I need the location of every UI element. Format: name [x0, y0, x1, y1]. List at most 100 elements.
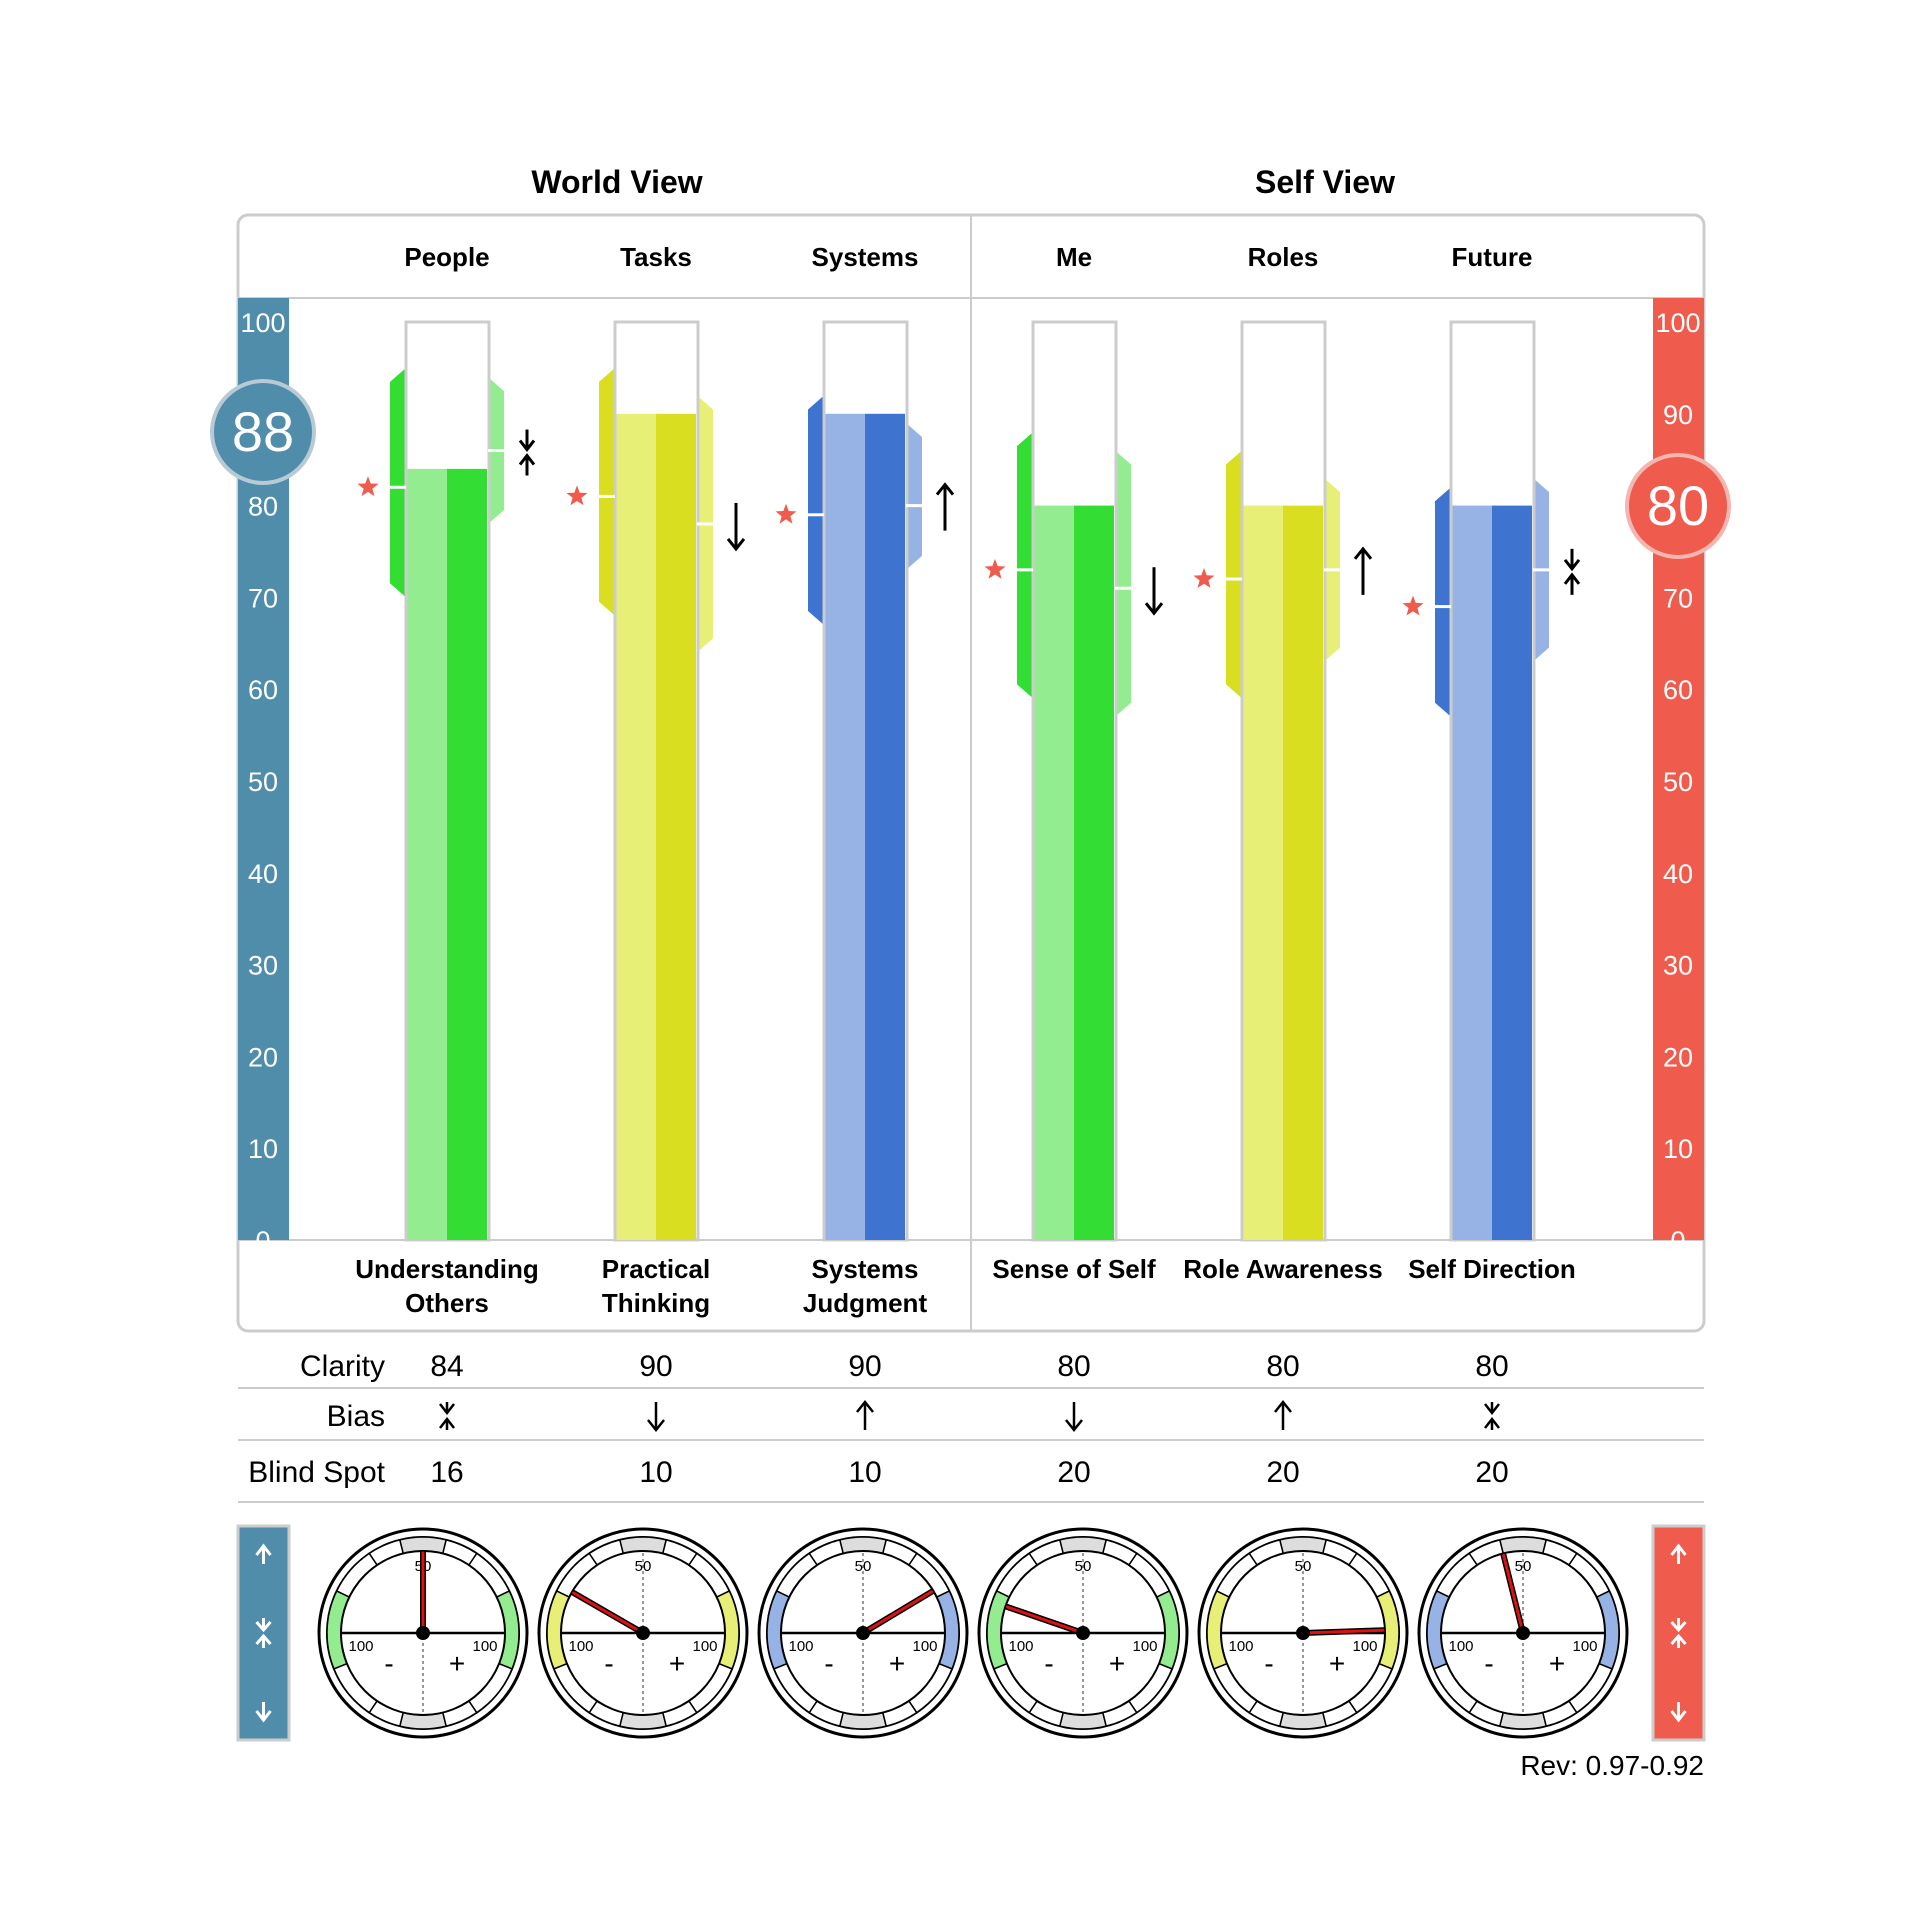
- bar-fill-light-future: [1452, 505, 1493, 1241]
- left-scale-tick-70: 70: [248, 583, 278, 613]
- up-arrow-icon-systems-head: [935, 482, 955, 496]
- right-legend-down-arrow-icon-head: [1670, 1710, 1687, 1723]
- right-scale-tick-40: 40: [1663, 859, 1693, 889]
- gauge-right-label-future: 100: [1572, 1638, 1597, 1655]
- dimension-label-future-line-1: Self Direction: [1408, 1254, 1576, 1284]
- gauge-plus-label-people: +: [449, 1648, 465, 1679]
- metrics-table: Clarity Bias Blind Spot 8416901090108020…: [238, 1350, 1704, 1503]
- dimension-label-systems-line-2: Judgment: [803, 1288, 928, 1318]
- right-score-value: 80: [1647, 474, 1709, 537]
- down-arrow-icon-tasks-head: [726, 538, 746, 552]
- left-scale-tick-100: 100: [240, 308, 285, 338]
- left-scale-tick-30: 30: [248, 951, 278, 981]
- right-legend-glyphs: [1670, 1543, 1687, 1723]
- dimension-label-me-line-1: Sense of Self: [992, 1254, 1156, 1284]
- right-legend-up-arrow-icon-head: [1670, 1543, 1687, 1556]
- table-down-arrow-icon-me-head: [1065, 1419, 1083, 1433]
- left-legend-converge-arrows-icon-top-head: [255, 1621, 272, 1633]
- table-down-arrow-icon-tasks: [647, 1402, 665, 1433]
- blind-spot-value-me: 20: [1057, 1456, 1090, 1489]
- gauge-plus-label-future: +: [1549, 1648, 1565, 1679]
- gauge-hub-people: [416, 1626, 430, 1640]
- left-band-me: [1017, 432, 1033, 699]
- gauge-hub-roles: [1296, 1626, 1310, 1640]
- gauge-left-label-systems: 100: [788, 1638, 813, 1655]
- right-scale-tick-70: 70: [1663, 583, 1693, 613]
- left-band-future: [1435, 487, 1451, 717]
- world-view-title: World View: [531, 164, 702, 200]
- category-header-future: Future: [1452, 242, 1533, 272]
- clarity-row-label: Clarity: [300, 1350, 385, 1383]
- bar-fill-light-roles: [1243, 505, 1284, 1241]
- left-band-tasks: [599, 367, 615, 616]
- category-header-roles: Roles: [1248, 242, 1319, 272]
- left-legend-down-arrow-icon-head: [255, 1710, 272, 1723]
- right-scale-tick-0: 0: [1670, 1226, 1685, 1256]
- gauge-needle-tasks: [572, 1591, 645, 1635]
- gauge-right-label-me: 100: [1132, 1638, 1157, 1655]
- left-band-roles: [1226, 450, 1242, 699]
- clarity-value-people: 84: [430, 1350, 463, 1383]
- table-converge-arrows-icon-future-bottom-head: [1484, 1416, 1500, 1429]
- bias-row-label: Bias: [327, 1400, 385, 1433]
- gauge-needle-future: [1502, 1553, 1525, 1635]
- left-legend-glyphs: [255, 1543, 272, 1723]
- clarity-value-me: 80: [1057, 1350, 1090, 1383]
- blind-spot-value-tasks: 10: [639, 1456, 672, 1489]
- table-up-arrow-icon-systems: [856, 1399, 874, 1430]
- clarity-value-roles: 80: [1266, 1350, 1299, 1383]
- converge-arrows-icon-people-bottom-head: [518, 453, 536, 466]
- clarity-value-future: 80: [1475, 1350, 1508, 1383]
- gauge-plus-label-roles: +: [1329, 1648, 1345, 1679]
- gauge-minus-label-roles: -: [1264, 1648, 1273, 1679]
- right-scale-tick-30: 30: [1663, 951, 1693, 981]
- blind-spot-value-roles: 20: [1266, 1456, 1299, 1489]
- gauge-plus-label-me: +: [1109, 1648, 1125, 1679]
- right-scale-tick-50: 50: [1663, 767, 1693, 797]
- right-score-badge: [1625, 453, 1731, 559]
- gauge-left-label-tasks: 100: [568, 1638, 593, 1655]
- clarity-value-systems: 90: [848, 1350, 881, 1383]
- right-scale-tick-60: 60: [1663, 675, 1693, 705]
- gauge-top-label-roles: 50: [1295, 1558, 1312, 1575]
- star-icon-future: [1402, 595, 1424, 616]
- table-up-arrow-icon-roles-head: [1274, 1399, 1292, 1413]
- bar-fill-dark-people: [447, 468, 487, 1240]
- up-arrow-icon-systems: [935, 482, 955, 531]
- down-arrow-icon-me: [1144, 567, 1164, 616]
- gauge-plus-label-systems: +: [889, 1648, 905, 1679]
- right-scale-tick-20: 20: [1663, 1042, 1693, 1072]
- blind-spot-value-people: 16: [430, 1456, 463, 1489]
- gauge-right-label-people: 100: [472, 1638, 497, 1655]
- gauge-top-label-tasks: 50: [635, 1558, 652, 1575]
- category-header-people: People: [404, 242, 489, 272]
- bar-fill-dark-future: [1492, 505, 1532, 1241]
- table-converge-arrows-icon-people-bottom-head: [439, 1416, 455, 1429]
- gauge-right-label-tasks: 100: [692, 1638, 717, 1655]
- right-scale-tick-100: 100: [1655, 308, 1700, 338]
- revision-label: Rev: 0.97-0.92: [1520, 1750, 1704, 1781]
- star-icon-roles: [1193, 568, 1215, 588]
- bias-legend-panels: [236, 1524, 1706, 1742]
- gauge-hub-future: [1516, 1626, 1530, 1640]
- gauge-top-label-systems: 50: [855, 1558, 872, 1575]
- left-scale-tick-20: 20: [248, 1042, 278, 1072]
- blind-spot-value-future: 20: [1475, 1456, 1508, 1489]
- gauge-minus-label-systems: -: [824, 1648, 833, 1679]
- table-down-arrow-icon-me: [1065, 1402, 1083, 1433]
- up-arrow-icon-roles-head: [1353, 546, 1373, 560]
- left-scale-tick-0: 0: [255, 1226, 270, 1256]
- gauge-right-label-roles: 100: [1352, 1638, 1377, 1655]
- converge-arrows-icon-people-top-head: [518, 439, 536, 452]
- gauge-needle-systems: [861, 1590, 934, 1635]
- gauge-hub-tasks: [636, 1626, 650, 1640]
- up-arrow-icon-roles: [1353, 546, 1373, 595]
- gauge-hub-me: [1076, 1626, 1090, 1640]
- bar-fill-light-people: [407, 468, 448, 1240]
